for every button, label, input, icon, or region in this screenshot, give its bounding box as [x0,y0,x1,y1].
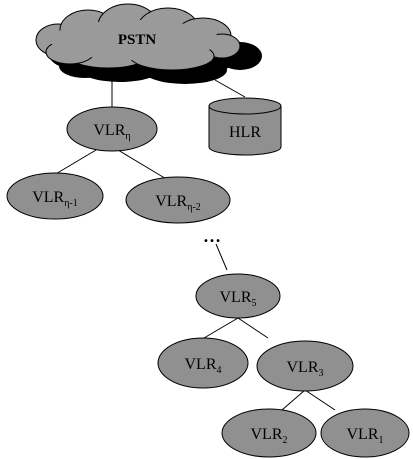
pstn-label: PSTN [118,32,157,48]
vlr-3-base: VLR [287,359,319,376]
svg-text:VLRη-1: VLRη-1 [32,189,78,209]
vlr-node-eta-2: VLRη-2 [125,176,231,224]
svg-text:VLR1: VLR1 [347,426,384,446]
line-vlr-5-vlr-4 [203,317,239,339]
vlr-4-base: VLR [185,356,217,373]
vlr-eta-1-sub: η-1 [64,198,78,209]
vlr-eta-base: VLR [93,122,125,139]
vlr-node-4: VLR4 [157,337,249,389]
svg-text:VLR2: VLR2 [251,426,288,446]
line-pstn-hlr [214,79,246,98]
hlr-database: HLR [208,97,282,156]
vlr-eta-sub: η [125,131,130,142]
vlr-5-base: VLR [220,289,252,306]
vlr-node-2: VLR2 [221,408,317,458]
vlr-1-sub: 1 [379,435,384,446]
svg-text:VLRη-2: VLRη-2 [155,193,201,213]
vlr-eta-2-base: VLR [155,193,187,210]
line-vlr-eta-vlr-eta-2 [117,149,169,181]
line-vlr-3-vlr-2 [281,389,306,411]
vlr-node-eta: VLRη [66,106,158,152]
vlr-5-sub: 5 [252,298,257,309]
vlr-4-sub: 4 [217,365,222,376]
ellipsis: … [203,226,221,246]
connection-lines [53,78,336,411]
vlr-eta-2-sub: η-2 [187,202,201,213]
vlr-1-base: VLR [347,426,379,443]
line-vlr-3-vlr-1 [304,389,336,411]
line-vlr-eta-vlr-eta-1 [53,149,97,176]
vlr-node-1: VLR1 [320,408,410,458]
svg-text:VLR3: VLR3 [287,359,324,379]
vlr-3-sub: 3 [319,368,324,379]
vlr-2-base: VLR [251,426,283,443]
vlr-node-3: VLR3 [256,340,354,392]
line-vlr-5-vlr-3 [237,317,269,339]
line-ellipsis-vlr-5 [215,243,228,271]
svg-text:VLRη: VLRη [93,122,130,142]
hlr-label: HLR [229,124,261,141]
vlr-node-5: VLR5 [195,273,281,319]
vlr-2-sub: 2 [283,435,288,446]
vlr-eta-1-base: VLR [32,189,64,206]
pstn-cloud: PSTN [35,3,262,84]
svg-text:VLR4: VLR4 [185,356,222,376]
vlr-node-eta-1: VLRη-1 [6,172,104,220]
svg-text:VLR5: VLR5 [220,289,257,309]
